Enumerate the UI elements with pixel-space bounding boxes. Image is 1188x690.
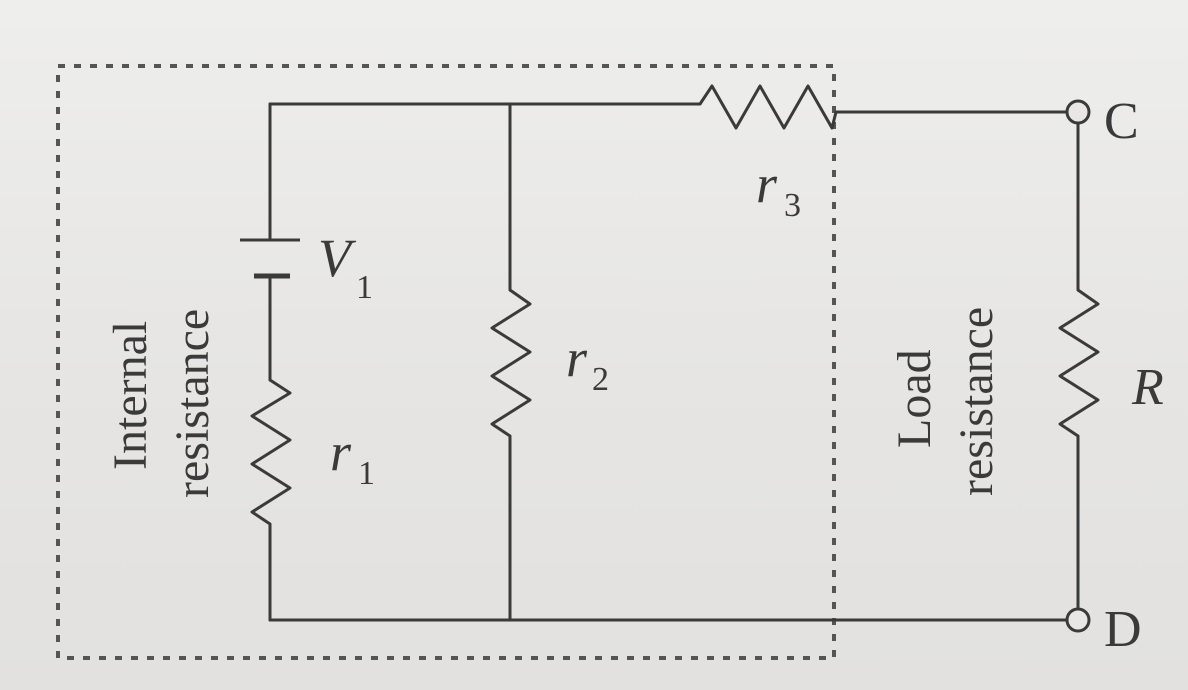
r2-label: r 2 — [566, 328, 609, 398]
resistor-r1 — [250, 378, 292, 526]
load-r-label: R — [1131, 359, 1164, 416]
resistor-r3 — [698, 84, 838, 130]
load-label-line1: Load — [888, 349, 941, 448]
load-resistance-label: Load resistance — [888, 307, 1003, 496]
r2-subscript: 2 — [592, 361, 609, 398]
load-label-line2: resistance — [950, 307, 1003, 496]
r3-label: r 3 — [756, 154, 801, 224]
r1-subscript: 1 — [358, 455, 375, 492]
battery-v1-label: V 1 — [318, 228, 373, 306]
terminal-c-node — [1065, 99, 1091, 125]
terminal-d-label: D — [1104, 601, 1142, 658]
battery-v1-subscript: 1 — [356, 269, 373, 306]
r1-symbol: r — [330, 422, 352, 482]
internal-resistance-label: Internal resistance — [104, 309, 219, 498]
internal-label-line2: resistance — [166, 309, 219, 498]
internal-network-boundary — [56, 64, 836, 660]
r2-symbol: r — [566, 328, 588, 388]
terminal-c-label: C — [1104, 93, 1139, 150]
resistor-load-r — [1058, 288, 1100, 438]
resistor-r2 — [490, 288, 532, 438]
r3-subscript: 3 — [784, 187, 801, 224]
r1-label: r 1 — [330, 422, 375, 492]
terminal-d-node — [1065, 607, 1091, 633]
r3-symbol: r — [756, 154, 778, 214]
battery-v1-symbol: V — [318, 228, 357, 288]
internal-label-line1: Internal — [104, 321, 157, 470]
